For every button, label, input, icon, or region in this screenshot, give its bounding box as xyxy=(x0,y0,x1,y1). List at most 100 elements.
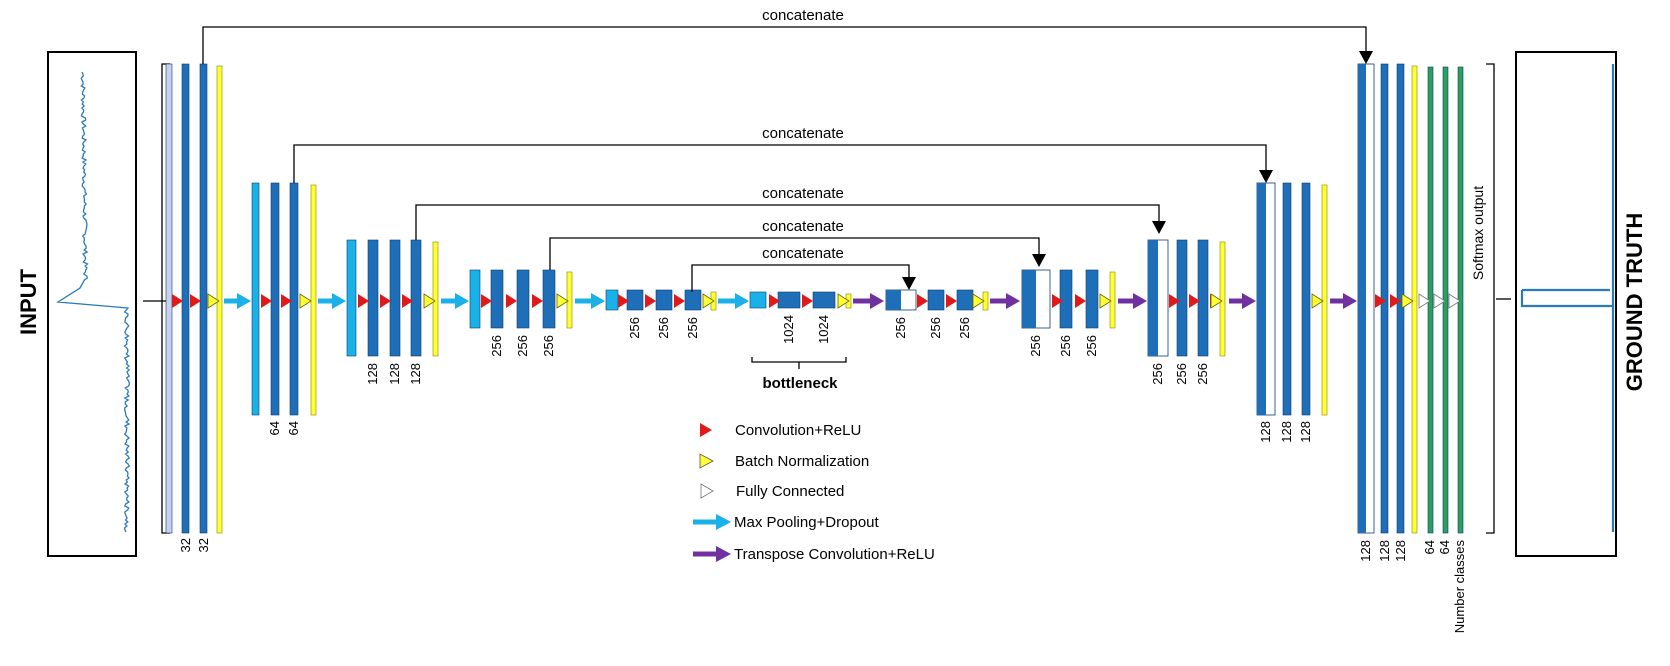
legend-label-max-pooling: Max Pooling+Dropout xyxy=(734,514,880,531)
out-batchnorm-block xyxy=(1411,65,1418,534)
enc1-conv-2-block xyxy=(199,63,208,534)
skip-connections xyxy=(202,26,1367,292)
channel-label-bottleneck-2: 1024 xyxy=(816,315,831,344)
relu-marker-8 xyxy=(481,294,492,308)
channel-label-enc4-2: 256 xyxy=(515,335,530,357)
channel-label-enc3-3: 128 xyxy=(408,363,423,385)
relu-marker-13 xyxy=(674,294,685,308)
input-label: INPUT xyxy=(16,268,41,335)
relu-marker-6 xyxy=(380,294,391,308)
enc5-conv-1-block xyxy=(626,289,644,311)
relu-marker-5 xyxy=(358,294,369,308)
dec4-batchnorm-block xyxy=(1109,271,1116,329)
transpose-conv-arrow-5 xyxy=(1330,293,1357,309)
dec5-conv-2-block xyxy=(956,289,974,311)
dec2-batchnorm-block xyxy=(1321,184,1328,416)
batchnorm-marker-5 xyxy=(702,293,715,309)
dec2-conv-2-block xyxy=(1301,182,1311,416)
channel-label-dec3-2: 256 xyxy=(1174,363,1189,385)
relu-marker-12 xyxy=(645,294,656,308)
batchnorm-marker-6 xyxy=(837,293,850,309)
dec3-conv-1-block xyxy=(1176,239,1188,357)
maxpool-arrow-4 xyxy=(575,293,605,309)
concatenate-label-4: concatenate xyxy=(762,218,844,235)
enc2-batchnorm-block xyxy=(310,184,317,416)
relu-marker-16 xyxy=(917,294,928,308)
concatenate-label-5: concatenate xyxy=(762,245,844,262)
batchnorm-marker-1 xyxy=(207,293,220,309)
relu-marker-11 xyxy=(618,294,629,308)
bottleneck-label: bottleneck xyxy=(762,375,838,392)
input-signal xyxy=(56,71,131,533)
bottleneck-pool-block xyxy=(749,291,767,309)
enc4-conv-2-block xyxy=(516,269,530,329)
fully-connected-marker-3 xyxy=(1448,293,1461,309)
enc4-batchnorm-block xyxy=(566,271,573,329)
enc4-pool-block xyxy=(469,269,481,329)
channel-label-out-6: Number classes xyxy=(1452,540,1467,634)
ground-truth-signal xyxy=(1520,64,1615,532)
enc4-conv-1-block xyxy=(490,269,504,329)
enc2-pool-block xyxy=(251,182,260,416)
skip-arrowheads xyxy=(902,51,1373,290)
bottleneck-conv-1-block xyxy=(777,291,801,309)
relu-marker-19 xyxy=(1075,294,1086,308)
dec2-conv-1-block xyxy=(1282,182,1292,416)
dec5-concat-block xyxy=(885,289,917,311)
relu-marker-2 xyxy=(190,294,201,308)
channel-label-dec5-1: 256 xyxy=(893,317,908,339)
batchnorm-marker-9 xyxy=(1210,293,1223,309)
concatenate-label-2: concatenate xyxy=(762,125,844,142)
channel-label-enc5-3: 256 xyxy=(685,317,700,339)
channel-label-enc3-2: 128 xyxy=(387,363,402,385)
batchnorm-marker-7 xyxy=(972,293,985,309)
maxpool-arrow-2 xyxy=(318,293,346,309)
dec4-conv-1-block xyxy=(1059,269,1073,329)
input-panel xyxy=(47,51,137,557)
enc4-conv-3-block xyxy=(542,269,556,329)
enc3-pool-block xyxy=(346,239,357,357)
enc3-conv-2-block xyxy=(389,239,401,357)
channel-label-dec3-1: 256 xyxy=(1150,363,1165,385)
maxpool-arrow-3 xyxy=(441,293,469,309)
enc5-conv-2-block xyxy=(655,289,673,311)
relu-marker-3 xyxy=(261,294,272,308)
channel-label-dec2-2: 128 xyxy=(1279,421,1294,443)
legend-label-convolution: Convolution+ReLU xyxy=(735,422,861,439)
relu-marker-1 xyxy=(172,294,183,308)
batchnorm-marker-3 xyxy=(423,293,436,309)
enc2-conv-2-block xyxy=(289,182,299,416)
dec3-concat-block xyxy=(1147,239,1169,357)
dec3-batchnorm-block xyxy=(1219,241,1226,357)
operation-markers xyxy=(172,293,1461,309)
relu-marker-21 xyxy=(1189,294,1200,308)
channel-label-out-4: 64 xyxy=(1422,540,1437,554)
channel-label-out-1: 128 xyxy=(1358,540,1373,562)
channel-label-enc2-2: 64 xyxy=(286,421,301,435)
bottleneck-brace xyxy=(751,357,847,369)
bottleneck-conv-2-block xyxy=(812,291,836,309)
channel-label-enc1-2: 32 xyxy=(196,538,211,552)
channel-label-dec2-1: 128 xyxy=(1258,421,1273,443)
legend-purple-arrow-icon xyxy=(693,546,731,562)
enc1-conv-1-block xyxy=(181,63,190,534)
dec5-conv-1-block xyxy=(927,289,945,311)
maxpool-arrow-1 xyxy=(224,293,251,309)
channel-label-dec5-3: 256 xyxy=(957,317,972,339)
dec4-conv-2-block xyxy=(1085,269,1099,329)
enc5-pool-block xyxy=(605,289,619,311)
enc5-conv-3-block xyxy=(684,289,702,311)
enc2-conv-1-block xyxy=(270,182,280,416)
dec2-concat-block xyxy=(1256,182,1276,416)
channel-label-out-5: 64 xyxy=(1437,540,1452,554)
fully-connected-marker-2 xyxy=(1433,293,1446,309)
channel-label-out-3: 128 xyxy=(1393,540,1408,562)
legend-cyan-arrow-icon xyxy=(693,514,731,530)
dec3-conv-2-block xyxy=(1197,239,1209,357)
out-concat-block xyxy=(1357,63,1375,534)
relu-marker-18 xyxy=(1052,294,1063,308)
legend: Convolution+ReLU Batch Normalization Ful… xyxy=(693,422,935,563)
concatenate-label-3: concatenate xyxy=(762,185,844,202)
